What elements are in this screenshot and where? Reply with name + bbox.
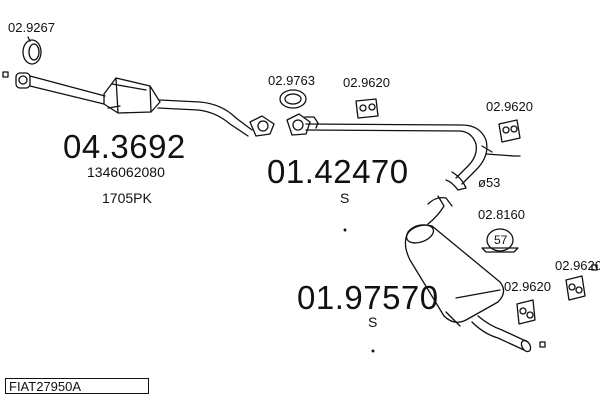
part-02-9763-label: 02.9763 <box>268 73 315 88</box>
middle-pipe-hanger-rod <box>485 153 515 157</box>
rear-silencer-shape <box>404 224 505 327</box>
rubber-mount-3-shape <box>516 299 536 325</box>
rear-type: S <box>368 314 378 330</box>
part-02-9620-label-1: 02.9620 <box>343 75 390 90</box>
front-flange-shape <box>2 71 31 89</box>
middle-number: 01.42470 <box>267 153 409 190</box>
tail-pipe-upper <box>477 315 529 343</box>
catalyst-oem-number: 1346062080 <box>87 164 165 180</box>
part-02-8160-label: 02.8160 <box>478 207 525 222</box>
middle-pipe-end <box>445 171 467 191</box>
part-02-9620-label-3: 02.9620 <box>504 279 551 294</box>
catalyst-sub-label: 1705PK <box>102 190 152 206</box>
catalyst-shape <box>103 77 161 114</box>
clamp-57-shape <box>481 228 519 253</box>
middle-type: S <box>340 190 350 206</box>
middle-pipe-upper <box>305 123 488 185</box>
part-02-9620-label-4: 02.9620 <box>555 258 600 273</box>
front-pipe-shape <box>29 75 106 105</box>
small-hanger-shape <box>304 116 319 129</box>
rubber-mount-1-shape <box>355 98 379 119</box>
rubber-mount-2-shape <box>498 119 521 143</box>
joint-flange-right <box>286 113 311 136</box>
part-02-9620-label-2: 02.9620 <box>486 99 533 114</box>
rear-cat-pipe-lower <box>157 107 249 137</box>
gasket-02-9763-shape <box>279 89 307 109</box>
rear-connect-flange <box>427 196 453 207</box>
middle-pipe-hanger-bend <box>481 145 493 153</box>
rubber-mount-4-shape <box>565 264 598 301</box>
gasket-02-9267-shape <box>22 36 42 65</box>
part-02-9267-label: 02.9267 <box>8 20 55 35</box>
joint-flange-left <box>249 115 275 137</box>
rear-number: 01.97570 <box>297 279 439 316</box>
reference-code-box: FIAT27950A <box>5 378 149 394</box>
clamp-size-label: 57 <box>494 233 508 247</box>
pipe-diameter-label: ø53 <box>478 175 501 190</box>
rear-connect-pipe <box>427 195 445 225</box>
middle-pipe-lower <box>305 129 477 179</box>
tail-pipe-lower <box>471 321 525 351</box>
rear-cat-pipe-upper <box>159 99 253 131</box>
catalyst-number: 04.3692 <box>63 128 186 165</box>
